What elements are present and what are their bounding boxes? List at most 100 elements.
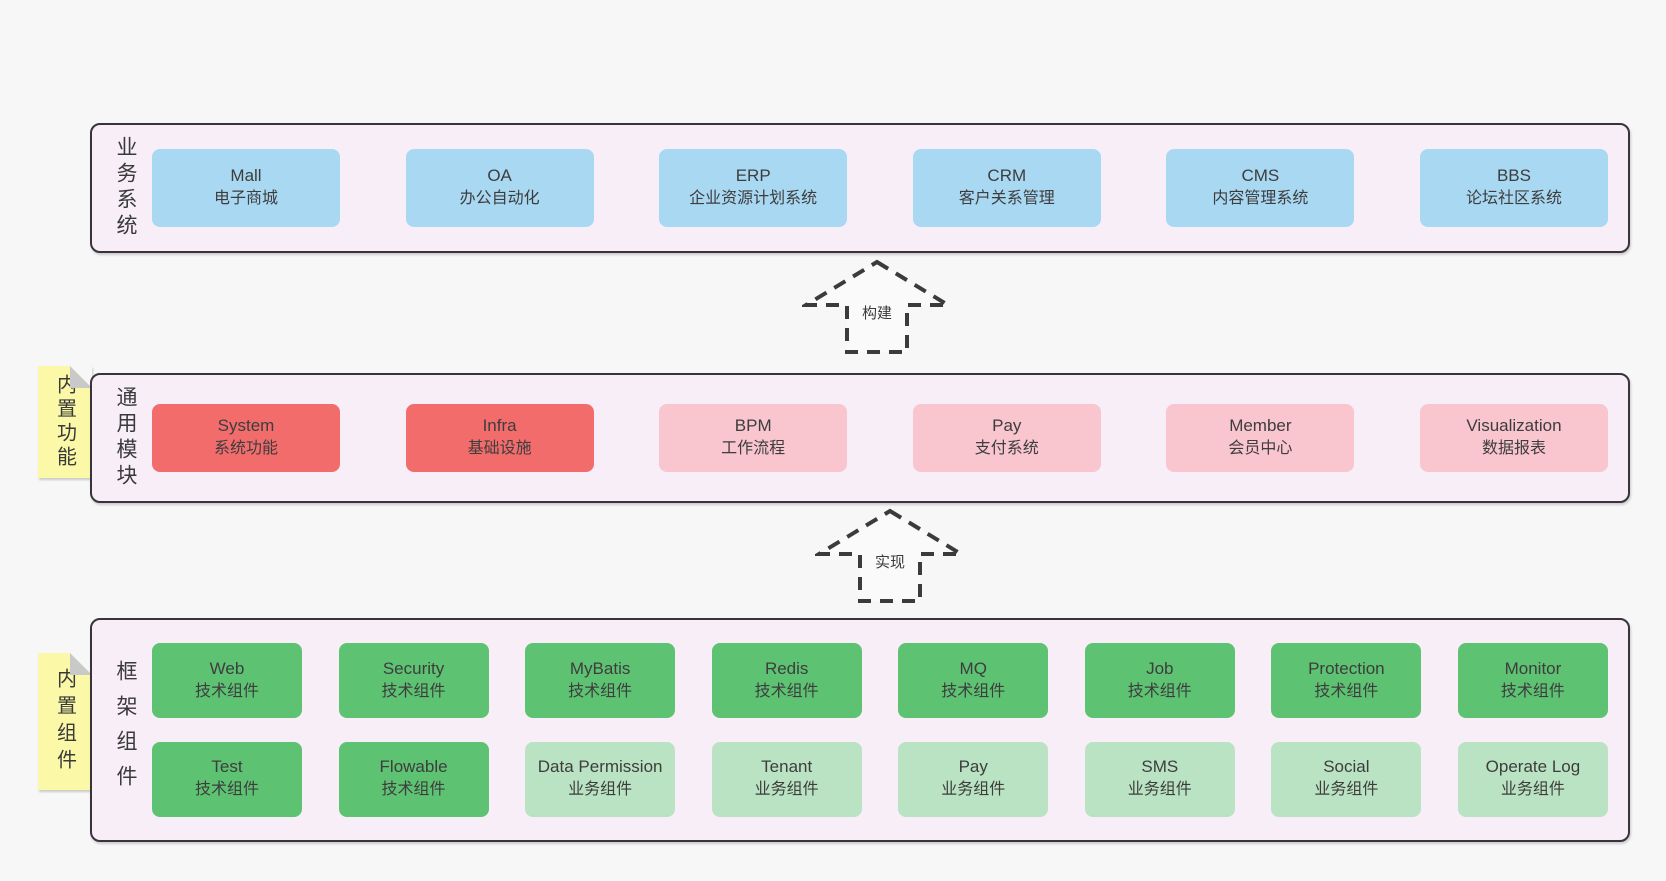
arrow-implement-label: 实现	[869, 550, 911, 573]
box-bbs: BBS 论坛社区系统	[1419, 149, 1608, 227]
box-crm: CRM 客户关系管理	[912, 149, 1101, 227]
box-sms-name: SMS	[1141, 757, 1179, 777]
box-bpm: BPM 工作流程	[659, 404, 848, 472]
box-bbs-desc: 论坛社区系统	[1465, 190, 1562, 208]
box-flowable-desc: 技术组件	[381, 781, 446, 799]
box-infra-name: Infra	[482, 416, 517, 436]
box-mybatis-desc: 技术组件	[568, 683, 633, 701]
box-job: Job 技术组件	[1084, 643, 1235, 719]
band-components-label: 框架组件	[114, 660, 137, 800]
box-oa-name: OA	[487, 166, 512, 186]
box-tenant-desc: 业务组件	[754, 781, 819, 799]
box-sms: SMS 业务组件	[1084, 741, 1235, 817]
arrow-implement: 实现	[815, 506, 965, 606]
box-tenant-name: Tenant	[761, 757, 813, 777]
box-test-desc: 技术组件	[194, 781, 259, 799]
box-cms: CMS 内容管理系统	[1166, 149, 1355, 227]
box-operate-log: Operate Log 业务组件	[1457, 741, 1608, 817]
box-visualization: Visualization 数据报表	[1419, 404, 1608, 472]
box-pay-module-desc: 支付系统	[974, 440, 1039, 458]
box-mq-name: MQ	[959, 659, 987, 679]
box-cms-name: CMS	[1241, 166, 1280, 186]
box-web: Web 技术组件	[152, 643, 302, 719]
box-data-permission-desc: 业务组件	[568, 781, 633, 799]
box-erp: ERP 企业资源计划系统	[659, 149, 848, 227]
box-data-permission-name: Data Permission	[537, 757, 663, 777]
components-row-2: Test 技术组件 Flowable 技术组件 Data Permission …	[152, 741, 1608, 817]
sticky-note-builtin-features: 内置功能	[38, 366, 92, 478]
box-system-desc: 系统功能	[213, 440, 278, 458]
box-pay-component-name: Pay	[958, 757, 988, 777]
box-redis-desc: 技术组件	[754, 683, 819, 701]
box-member: Member 会员中心	[1166, 404, 1355, 472]
band-modules-label: 通用模块	[114, 386, 137, 490]
box-social-desc: 业务组件	[1314, 781, 1379, 799]
box-visualization-name: Visualization	[1466, 416, 1562, 436]
box-job-desc: 技术组件	[1127, 683, 1192, 701]
box-operate-log-name: Operate Log	[1485, 757, 1581, 777]
box-redis-name: Redis	[764, 659, 809, 679]
box-member-desc: 会员中心	[1228, 440, 1293, 458]
box-web-name: Web	[209, 659, 245, 679]
band-modules: 通用模块 System 系统功能 Infra 基础设施 BPM 工作流程 Pay…	[90, 373, 1630, 503]
box-flowable: Flowable 技术组件	[338, 741, 489, 817]
components-row-1: Web 技术组件 Security 技术组件 MyBatis 技术组件 Redi…	[152, 643, 1608, 719]
box-oa-desc: 办公自动化	[459, 190, 540, 208]
band-business-boxes: Mall 电子商城 OA 办公自动化 ERP 企业资源计划系统 CRM 客户关系…	[152, 125, 1608, 251]
box-data-permission: Data Permission 业务组件	[525, 741, 676, 817]
box-member-name: Member	[1229, 416, 1292, 436]
box-infra: Infra 基础设施	[405, 404, 594, 472]
box-erp-desc: 企业资源计划系统	[689, 190, 818, 208]
box-web-desc: 技术组件	[194, 683, 259, 701]
box-protection-name: Protection	[1308, 659, 1385, 679]
box-monitor-name: Monitor	[1504, 659, 1562, 679]
band-components: 框架组件 Web 技术组件 Security 技术组件 MyBatis 技术组件…	[90, 618, 1630, 842]
box-pay-component: Pay 业务组件	[898, 741, 1049, 817]
box-system-name: System	[217, 416, 275, 436]
box-visualization-desc: 数据报表	[1481, 440, 1546, 458]
box-monitor-desc: 技术组件	[1500, 683, 1565, 701]
sticky-components-label: 内置组件	[53, 667, 76, 776]
box-job-name: Job	[1146, 659, 1174, 679]
box-test: Test 技术组件	[152, 741, 302, 817]
box-redis: Redis 技术组件	[711, 643, 862, 719]
box-bpm-desc: 工作流程	[721, 440, 786, 458]
box-mybatis-name: MyBatis	[569, 659, 631, 679]
box-security-name: Security	[382, 659, 445, 679]
box-oa: OA 办公自动化	[405, 149, 594, 227]
box-monitor: Monitor 技术组件	[1457, 643, 1608, 719]
box-pay-component-desc: 业务组件	[941, 781, 1006, 799]
box-protection: Protection 技术组件	[1271, 643, 1422, 719]
box-bbs-name: BBS	[1496, 166, 1531, 186]
arrow-build: 构建	[802, 257, 952, 357]
band-business-label: 业务系统	[114, 136, 137, 240]
box-cms-desc: 内容管理系统	[1212, 190, 1309, 208]
sticky-note-builtin-components: 内置组件	[38, 653, 92, 790]
box-system: System 系统功能	[152, 404, 340, 472]
box-mall-name: Mall	[230, 166, 262, 186]
box-security: Security 技术组件	[338, 643, 489, 719]
box-mall: Mall 电子商城	[152, 149, 340, 227]
box-pay-module: Pay 支付系统	[912, 404, 1101, 472]
box-bpm-name: BPM	[734, 416, 772, 436]
box-mq: MQ 技术组件	[898, 643, 1049, 719]
box-operate-log-desc: 业务组件	[1500, 781, 1565, 799]
box-protection-desc: 技术组件	[1314, 683, 1379, 701]
box-sms-desc: 业务组件	[1127, 781, 1192, 799]
box-social-name: Social	[1323, 757, 1370, 777]
box-crm-desc: 客户关系管理	[958, 190, 1055, 208]
box-mall-desc: 电子商城	[213, 190, 278, 208]
box-pay-module-name: Pay	[992, 416, 1022, 436]
band-components-rows: Web 技术组件 Security 技术组件 MyBatis 技术组件 Redi…	[152, 620, 1608, 840]
box-flowable-name: Flowable	[379, 757, 448, 777]
box-security-desc: 技术组件	[381, 683, 446, 701]
box-test-name: Test	[211, 757, 243, 777]
box-mq-desc: 技术组件	[941, 683, 1006, 701]
box-erp-name: ERP	[735, 166, 771, 186]
box-tenant: Tenant 业务组件	[711, 741, 862, 817]
box-mybatis: MyBatis 技术组件	[525, 643, 676, 719]
band-modules-boxes: System 系统功能 Infra 基础设施 BPM 工作流程 Pay 支付系统…	[152, 375, 1608, 501]
band-business: 业务系统 Mall 电子商城 OA 办公自动化 ERP 企业资源计划系统 CRM…	[90, 123, 1630, 253]
box-social: Social 业务组件	[1271, 741, 1422, 817]
